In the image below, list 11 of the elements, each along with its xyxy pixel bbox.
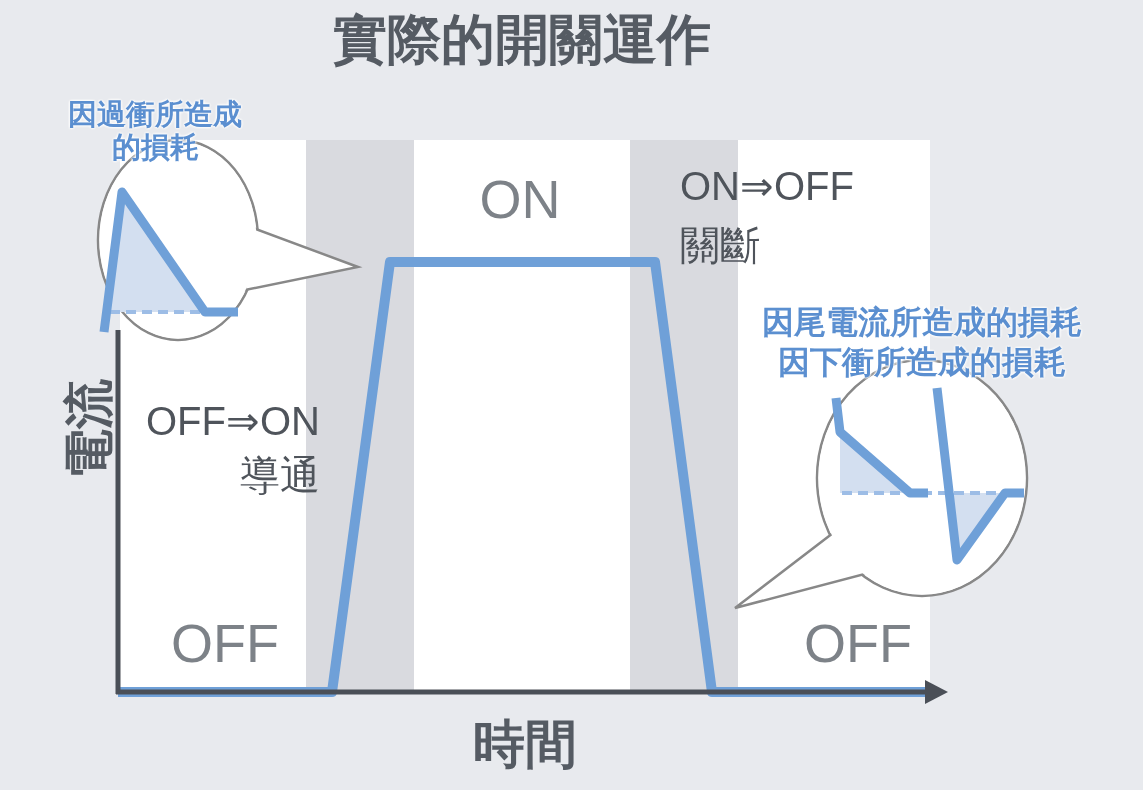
state-label: ON [479, 168, 561, 231]
axis-label: 電流 [61, 378, 119, 479]
transition-label: ON⇒OFF [680, 163, 854, 209]
transition-label: 關斷 [680, 222, 760, 268]
axis-label: 時間 [473, 715, 577, 775]
state-label: OFF [171, 612, 279, 675]
callout-text: 因尾電流所造成的損耗 [762, 304, 1082, 341]
state-label: OFF [804, 612, 912, 675]
transition-label: OFF⇒ON [146, 398, 320, 444]
transition-label: 導通 [240, 452, 320, 498]
title: 實際的開關運作 [333, 8, 711, 71]
